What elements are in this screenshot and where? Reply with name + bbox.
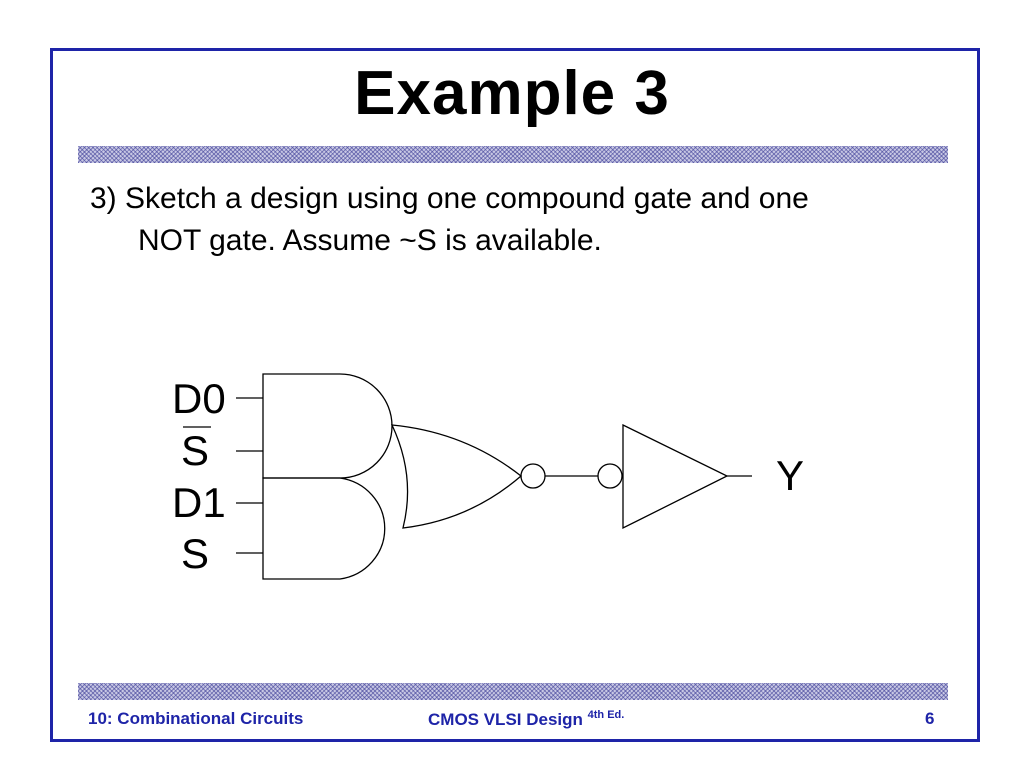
label-s: S [181, 530, 209, 577]
body-line-2: NOT gate. Assume ~S is available. [138, 224, 602, 257]
and-gate-top [262, 373, 393, 479]
footer-book-name: CMOS VLSI Design [428, 710, 583, 729]
and-gate-bottom [262, 477, 386, 580]
slide-title: Example 3 [354, 59, 670, 128]
slide-frame [50, 48, 980, 742]
footer-book-title: CMOS VLSI Design 4th Ed. [428, 709, 624, 730]
label-d0: D0 [172, 375, 226, 422]
not-gate-triangle [622, 423, 729, 530]
label-d1: D1 [172, 479, 226, 526]
footer-page-number: 6 [925, 709, 935, 728]
nor-gate [390, 424, 523, 529]
nor-output-bubble [520, 463, 546, 489]
label-s-bar: S [181, 427, 209, 474]
footer-edition: 4th Ed. [587, 709, 625, 721]
body-line-1: 3) Sketch a design using one compound ga… [90, 182, 809, 215]
not-input-bubble [597, 463, 623, 489]
footer-chapter: 10: Combinational Circuits [88, 709, 304, 728]
footer-divider [78, 683, 948, 700]
slide-body: 3) Sketch a design using one compound ga… [90, 178, 930, 262]
label-y: Y [776, 452, 804, 499]
title-divider [78, 146, 948, 163]
